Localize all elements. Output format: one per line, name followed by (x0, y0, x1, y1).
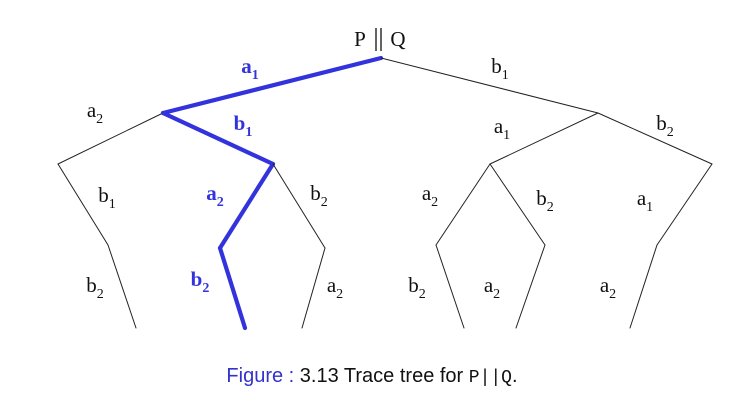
edge-ll-leaf (107, 244, 137, 329)
edge-right-left (489, 112, 599, 165)
edge-lr-right (272, 163, 326, 249)
edge-root-left (160, 55, 384, 116)
edge-rr-down (656, 163, 713, 246)
edge-lrr-leaf (301, 247, 326, 329)
root-process-p: P (354, 27, 366, 51)
label-rr-leaf: a2 (600, 273, 616, 302)
edge-right-right (597, 112, 713, 165)
label-rlr-leaf: a2 (484, 273, 500, 302)
edge-lr-left (217, 161, 276, 251)
label-root-right: b1 (491, 54, 509, 83)
caption-prefix: Figure : (226, 365, 295, 387)
edge-lrl-leaf (217, 245, 248, 331)
label-rll-leaf: b2 (408, 273, 426, 302)
edge-rl-right (489, 163, 546, 246)
root-node-label: P Q (354, 27, 406, 51)
edge-ll-down (57, 163, 109, 246)
figure-caption: Figure : 3.13 Trace tree for P||Q. (0, 365, 744, 388)
label-ll-down: b1 (98, 183, 116, 212)
tree-edges (57, 55, 713, 331)
label-root-left: a1 (241, 54, 259, 83)
edge-left-left (57, 112, 164, 165)
label-right-left: a1 (494, 114, 510, 143)
label-left-left: a2 (87, 98, 103, 127)
caption-code: P||Q (468, 368, 512, 388)
edge-labels: a1 b1 a2 b1 a1 b2 b1 a2 b2 a2 b2 a1 b2 b… (86, 54, 674, 302)
root-process-q: Q (390, 27, 405, 51)
edge-rl-left (435, 163, 491, 246)
label-rr-down: a1 (637, 186, 653, 215)
label-rl-right: b2 (536, 186, 554, 215)
edge-rlr-leaf (515, 244, 546, 329)
edge-left-right (160, 110, 276, 167)
label-lr-right: b2 (310, 181, 328, 210)
label-left-right: b1 (234, 111, 253, 140)
label-lrr-leaf: a2 (327, 273, 343, 302)
label-lr-left: a2 (206, 181, 224, 210)
edge-rll-leaf (435, 244, 465, 329)
label-lrl-leaf: b2 (191, 267, 210, 296)
caption-text: 3.13 Trace tree for (299, 365, 464, 387)
label-rl-left: a2 (422, 181, 438, 210)
edge-root-right (380, 57, 599, 114)
label-right-right: b2 (656, 111, 674, 140)
label-ll-leaf: b2 (86, 273, 104, 302)
caption-suffix: . (512, 365, 518, 387)
edge-rr-leaf (629, 244, 658, 329)
